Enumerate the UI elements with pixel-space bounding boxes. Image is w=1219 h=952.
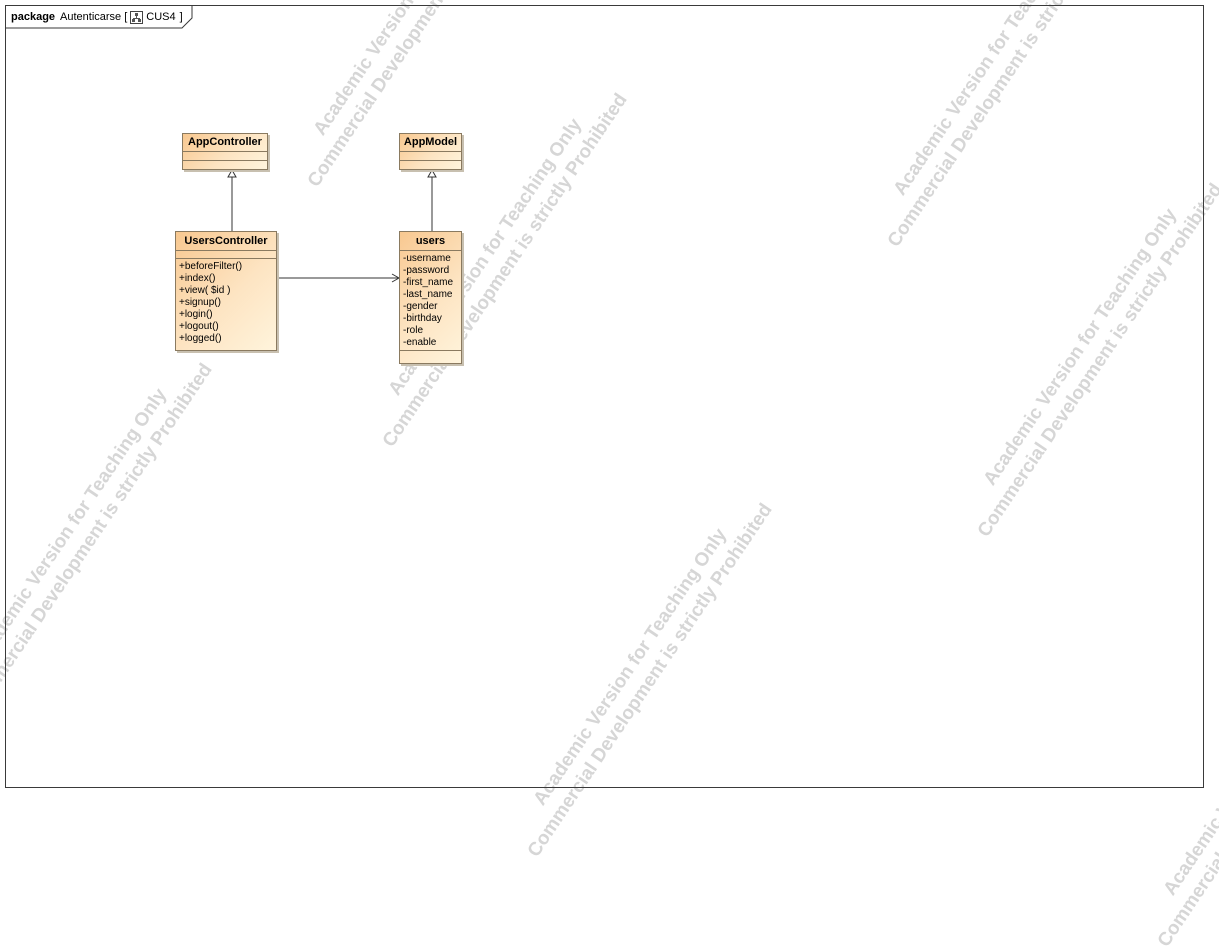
attribute: -password xyxy=(403,265,450,276)
frame-diagram-name: CUS4 xyxy=(146,11,176,23)
operation: +beforeFilter() xyxy=(179,261,243,272)
operation: +signup() xyxy=(179,297,221,308)
frame-keyword: package xyxy=(11,11,56,23)
frame-tab: package Autenticarse [ CUS4 ] xyxy=(6,6,183,28)
class-appcontroller[interactable]: AppController xyxy=(182,133,268,170)
class-diagram-icon xyxy=(130,10,144,24)
frame-bracket-close: ] xyxy=(179,11,183,23)
association-userscontroller-users[interactable] xyxy=(277,273,401,283)
attributes-compartment xyxy=(400,152,461,161)
frame-name: Autenticarse xyxy=(60,11,122,23)
operations-compartment: +beforeFilter() +index() +view( $id ) +s… xyxy=(176,259,276,346)
relationship-lines xyxy=(227,168,437,283)
generalization-users-appmodel[interactable] xyxy=(427,168,437,231)
attribute: -birthday xyxy=(403,313,442,324)
class-userscontroller[interactable]: UsersController +beforeFilter() +index()… xyxy=(175,231,277,351)
class-name: AppModel xyxy=(400,134,461,152)
operation: +login() xyxy=(179,309,213,320)
attribute: -last_name xyxy=(403,289,453,300)
operation: +view( $id ) xyxy=(179,285,231,296)
operation: +logout() xyxy=(179,321,219,332)
attributes-compartment xyxy=(183,152,267,161)
attribute: -username xyxy=(403,253,451,264)
generalization-userscontroller-appcontroller[interactable] xyxy=(227,168,237,231)
diagram-frame: package Autenticarse [ CUS4 ] xyxy=(5,5,1204,788)
operations-compartment xyxy=(183,161,267,169)
attribute: -enable xyxy=(403,337,437,348)
class-appmodel[interactable]: AppModel xyxy=(399,133,462,170)
attributes-compartment: -username -password -first_name -last_na… xyxy=(400,251,461,351)
class-name: AppController xyxy=(183,134,267,152)
operations-compartment xyxy=(400,161,461,169)
attribute: -first_name xyxy=(403,277,454,288)
frame-bracket-open: [ xyxy=(124,11,128,23)
operation: +index() xyxy=(179,273,216,284)
frame-tab-outline xyxy=(6,6,193,29)
attributes-compartment xyxy=(176,251,276,259)
attribute: -gender xyxy=(403,301,438,312)
attribute: -role xyxy=(403,325,424,336)
class-name: UsersController xyxy=(176,232,276,251)
class-users[interactable]: users -username -password -first_name -l… xyxy=(399,231,462,364)
operation: +logged() xyxy=(179,333,222,344)
class-name: users xyxy=(400,232,461,251)
operations-compartment xyxy=(400,351,461,359)
